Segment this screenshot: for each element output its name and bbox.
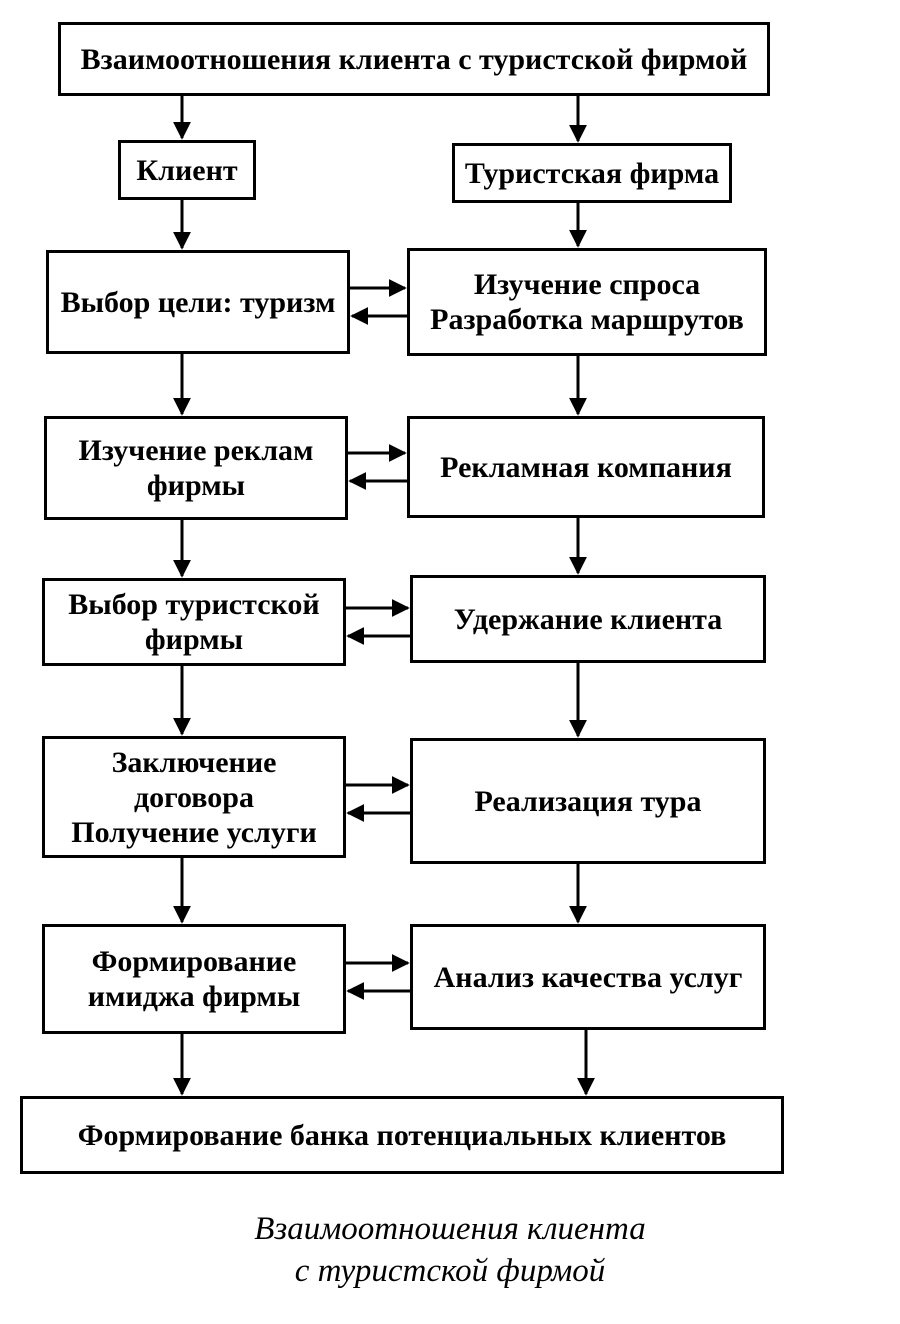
- left-step-text: Выбор цели: туризм: [60, 285, 336, 319]
- left-step-text: имиджа фирмы: [87, 980, 301, 1013]
- left-step-text: Выбор туристской: [68, 588, 320, 621]
- bottom-box-label: Формирование банка потенциальных клиенто…: [77, 1118, 727, 1152]
- left-step-text: Заключение: [111, 745, 277, 779]
- bottom-box: Формирование банка потенциальных клиенто…: [20, 1096, 784, 1174]
- firm-label: Туристская фирма: [464, 156, 720, 190]
- left-step-text: договора: [134, 780, 254, 814]
- caption-line-1: Взаимоотношения клиента: [254, 1211, 646, 1247]
- right-step-text: Изучение спроса: [473, 268, 701, 301]
- right-step-2: Рекламная компания: [407, 416, 765, 518]
- firm-box: Туристская фирма: [452, 143, 732, 203]
- top-box-label: Взаимоотношения клиента с туристской фир…: [80, 42, 748, 76]
- client-box: Клиент: [118, 140, 256, 200]
- client-label: Клиент: [136, 153, 238, 187]
- right-step-4: Реализация тура: [410, 738, 766, 864]
- top-box: Взаимоотношения клиента с туристской фир…: [58, 22, 770, 96]
- right-step-text: Реализация тура: [474, 784, 702, 818]
- caption-line-2: с туристской фирмой: [294, 1253, 606, 1289]
- left-step-text: Изучение реклам: [78, 434, 314, 467]
- left-step-1: Выбор цели: туризм: [46, 250, 350, 354]
- left-step-text: Получение услуги: [71, 815, 317, 849]
- right-step-text: Рекламная компания: [440, 450, 732, 484]
- left-step-text: Формирование: [91, 945, 297, 978]
- left-step-text: фирмы: [144, 623, 244, 656]
- figure-caption: Взаимоотношения клиента с туристской фир…: [0, 1208, 900, 1292]
- right-step-text: Анализ качества услуг: [433, 960, 743, 994]
- right-step-text: Удержание клиента: [453, 602, 723, 636]
- right-step-text: Разработка маршрутов: [430, 303, 744, 336]
- right-step-5: Анализ качества услуг: [410, 924, 766, 1030]
- left-step-text: фирмы: [146, 469, 246, 502]
- right-step-3: Удержание клиента: [410, 575, 766, 663]
